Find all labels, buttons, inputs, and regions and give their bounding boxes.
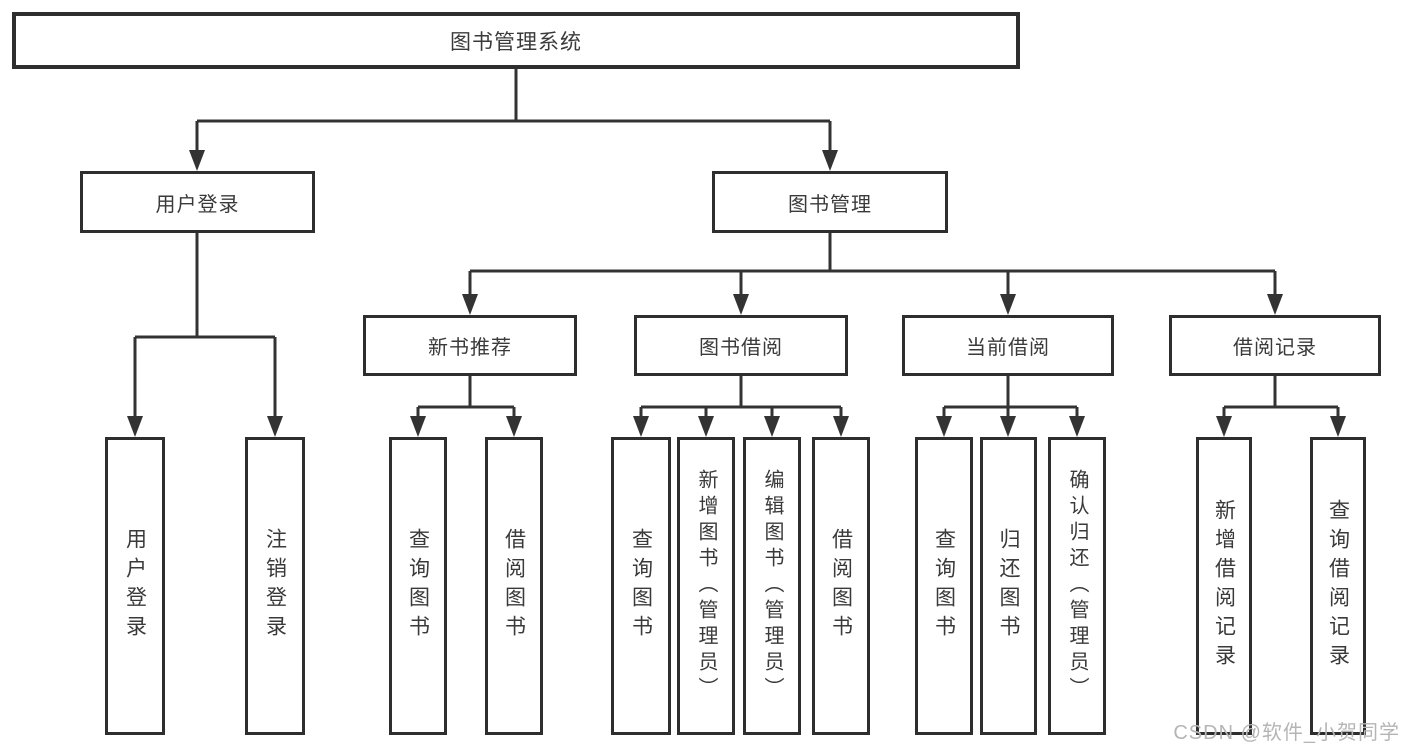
leaf-query-books-current: 查询图书 bbox=[915, 437, 973, 735]
node-book-management: 图书管理 bbox=[712, 171, 948, 233]
node-label: 图书管理 bbox=[788, 193, 872, 216]
node-label: 归还图书 bbox=[997, 528, 1020, 644]
leaf-add-book-admin: 新增图书（管理员） bbox=[677, 437, 735, 735]
leaf-confirm-return-admin: 确认归还（管理员） bbox=[1048, 437, 1106, 735]
leaf-add-borrow-record: 新增借阅记录 bbox=[1196, 437, 1252, 735]
csdn-watermark: CSDN @软件_小贺同学 bbox=[1173, 722, 1400, 744]
node-label: 借阅图书 bbox=[829, 528, 853, 644]
node-book-borrowing: 图书借阅 bbox=[634, 315, 848, 376]
node-label: 查询借阅记录 bbox=[1326, 499, 1350, 673]
leaf-query-borrow-record: 查询借阅记录 bbox=[1310, 437, 1366, 735]
leaf-logout: 注销登录 bbox=[245, 437, 305, 735]
leaf-edit-book-admin: 编辑图书（管理员） bbox=[743, 437, 801, 735]
node-label: 图书借阅 bbox=[699, 337, 783, 359]
node-label: 注销登录 bbox=[263, 528, 287, 644]
node-label: 查询图书 bbox=[932, 528, 956, 644]
node-new-book-recommend: 新书推荐 bbox=[363, 315, 577, 376]
node-label: 图书管理系统 bbox=[450, 30, 582, 54]
node-borrowing-records: 借阅记录 bbox=[1169, 315, 1381, 376]
node-label: 确认归还（管理员） bbox=[1066, 469, 1088, 703]
node-current-borrowing: 当前借阅 bbox=[902, 315, 1114, 376]
arrowhead-icons bbox=[127, 150, 1346, 437]
node-label: 当前借阅 bbox=[966, 337, 1050, 359]
leaf-query-books-recommend: 查询图书 bbox=[389, 437, 447, 735]
leaf-user-login: 用户登录 bbox=[105, 437, 165, 735]
node-label: 新书推荐 bbox=[428, 337, 512, 359]
node-user-login: 用户登录 bbox=[80, 171, 315, 233]
node-label: 新增借阅记录 bbox=[1212, 499, 1236, 673]
leaf-query-books-borrowing: 查询图书 bbox=[611, 437, 671, 735]
node-label: 用户登录 bbox=[123, 528, 147, 644]
leaf-return-book: 归还图书 bbox=[980, 437, 1037, 735]
node-library-management-system: 图书管理系统 bbox=[12, 12, 1020, 69]
leaf-borrow-books: 借阅图书 bbox=[812, 437, 870, 735]
node-label: 借阅图书 bbox=[502, 528, 526, 644]
node-label: 用户登录 bbox=[155, 193, 240, 216]
node-label: 编辑图书（管理员） bbox=[761, 469, 783, 703]
node-label: 查询图书 bbox=[406, 528, 430, 644]
node-label: 新增图书（管理员） bbox=[695, 469, 717, 703]
node-label: 借阅记录 bbox=[1233, 337, 1317, 359]
node-label: 查询图书 bbox=[629, 528, 653, 644]
leaf-borrow-books-recommend: 借阅图书 bbox=[485, 437, 543, 735]
